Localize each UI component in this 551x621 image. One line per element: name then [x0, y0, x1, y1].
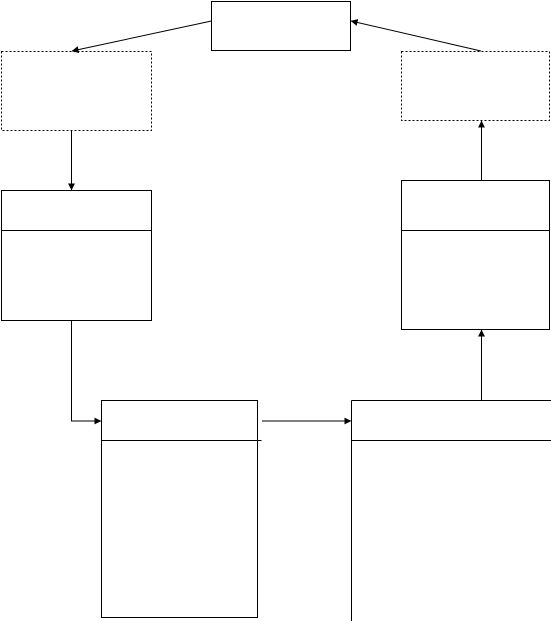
arrow-right-dashed-to-top	[350, 19, 482, 52]
left-dashed-box	[1, 51, 152, 131]
bottom-right-class-box	[351, 400, 551, 621]
top-box	[211, 1, 351, 51]
bottom-left-class-box	[101, 400, 262, 618]
left-class-box	[1, 190, 152, 321]
arrow-left-class-to-bottom-left-class	[71, 321, 102, 425]
arrow-top-to-left-dashed	[71, 20, 212, 54]
right-dashed-box	[401, 51, 550, 121]
right-class-box	[401, 180, 550, 330]
